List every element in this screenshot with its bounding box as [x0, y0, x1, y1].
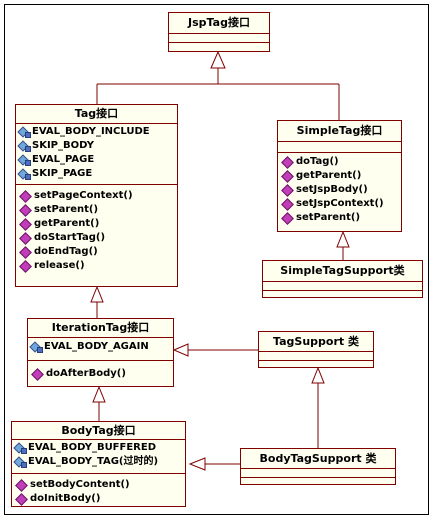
bodytag-interface-box[interactable]: BodyTag接口 EVAL_BODY_BUFFERED EVAL_BODY_T…	[11, 421, 186, 507]
tagsupport-methods-section	[259, 361, 373, 369]
tag-generalization-arrow	[90, 285, 104, 303]
method-row: setJspBody()	[278, 183, 401, 197]
tagsupport-fields-section	[259, 352, 373, 361]
bodytag-title: BodyTag接口	[12, 422, 185, 440]
simpletagsupport-fields-section	[263, 282, 422, 291]
method-row: setBodyContent()	[12, 478, 185, 492]
iterationtag-title: IterationTag接口	[28, 319, 173, 338]
simpletag-interface-box[interactable]: SimpleTag接口 doTag() getParent() setJspBo…	[277, 120, 402, 232]
field-row: EVAL_BODY_AGAIN	[28, 340, 173, 354]
iterationtag-methods-section: doAfterBody()	[28, 361, 173, 381]
field-icon	[14, 457, 27, 468]
tagsupport-title: TagSupport 类	[259, 332, 373, 352]
simpletagsupport-class-box[interactable]: SimpleTagSupport类	[262, 260, 423, 298]
method-icon	[281, 211, 294, 225]
field-icon	[18, 127, 31, 138]
bodytag-realization-arrow	[188, 457, 206, 471]
bodytagsupport-title: BodyTagSupport 类	[241, 449, 395, 469]
simpletag-fields-section	[278, 142, 401, 153]
bodytag-methods-section: setBodyContent() doInitBody()	[12, 474, 185, 506]
method-row: doInitBody()	[12, 492, 185, 506]
iterationtag-generalization-arrow	[92, 385, 106, 403]
jsptag-title: JspTag接口	[169, 13, 269, 34]
simpletag-title: SimpleTag接口	[278, 121, 401, 142]
method-icon	[15, 478, 28, 492]
method-icon	[19, 217, 32, 231]
field-icon	[18, 155, 31, 166]
iterationtag-realization-arrow	[172, 343, 189, 357]
tag-interface-box[interactable]: Tag接口 EVAL_BODY_INCLUDE SKIP_BODY EVAL_P…	[15, 104, 178, 287]
field-row: EVAL_BODY_TAG(过时的)	[12, 455, 185, 469]
method-row: doEndTag()	[16, 245, 177, 259]
method-icon	[281, 155, 294, 169]
tag-title: Tag接口	[16, 105, 177, 124]
method-icon	[19, 189, 32, 203]
method-icon	[281, 183, 294, 197]
method-icon	[31, 367, 44, 381]
bodytagsupport-fields-section	[241, 469, 395, 478]
method-icon	[19, 231, 32, 245]
method-row: setJspContext()	[278, 197, 401, 211]
simpletag-methods-section: doTag() getParent() setJspBody() setJspC…	[278, 153, 401, 225]
jsptag-methods-section	[169, 43, 269, 51]
method-icon	[281, 197, 294, 211]
tag-methods-section: setPageContext() setParent() getParent()…	[16, 185, 177, 273]
method-row: doStartTag()	[16, 231, 177, 245]
field-row: EVAL_PAGE	[16, 153, 177, 167]
method-row: getParent()	[278, 169, 401, 183]
tag-fields-section: EVAL_BODY_INCLUDE SKIP_BODY EVAL_PAGE SK…	[16, 124, 177, 185]
method-icon	[15, 492, 28, 506]
method-icon	[19, 203, 32, 217]
tagsupport-generalization-arrow	[311, 366, 325, 384]
jsptag-interface-box[interactable]: JspTag接口	[168, 12, 270, 52]
method-icon	[19, 259, 32, 273]
method-row: doTag()	[278, 155, 401, 169]
iterationtag-fields-section: EVAL_BODY_AGAIN	[28, 338, 173, 361]
method-row: doAfterBody()	[28, 367, 173, 381]
field-icon	[18, 169, 31, 180]
simpletagsupport-methods-section	[263, 291, 422, 299]
simpletagsupport-title: SimpleTagSupport类	[263, 261, 422, 282]
method-row: setParent()	[278, 211, 401, 225]
field-row: EVAL_BODY_INCLUDE	[16, 125, 177, 139]
method-row: release()	[16, 259, 177, 273]
simpletag-generalization-arrow	[336, 230, 350, 248]
method-row: getParent()	[16, 217, 177, 231]
field-row: SKIP_BODY	[16, 139, 177, 153]
bodytagsupport-class-box[interactable]: BodyTagSupport 类	[240, 448, 396, 485]
bodytagsupport-methods-section	[241, 478, 395, 486]
field-icon	[18, 141, 31, 152]
field-row: EVAL_BODY_BUFFERED	[12, 441, 185, 455]
jsptag-generalization-arrow	[210, 50, 226, 69]
method-row: setParent()	[16, 203, 177, 217]
method-row: setPageContext()	[16, 189, 177, 203]
field-row: SKIP_PAGE	[16, 167, 177, 181]
iterationtag-interface-box[interactable]: IterationTag接口 EVAL_BODY_AGAIN doAfterBo…	[27, 318, 174, 387]
method-icon	[19, 245, 32, 259]
tagsupport-class-box[interactable]: TagSupport 类	[258, 331, 374, 368]
field-icon	[30, 342, 43, 353]
method-icon	[281, 169, 294, 183]
bodytag-fields-section: EVAL_BODY_BUFFERED EVAL_BODY_TAG(过时的)	[12, 440, 185, 474]
jsptag-fields-section	[169, 34, 269, 43]
field-icon	[14, 443, 27, 454]
diagram-frame	[4, 4, 429, 515]
